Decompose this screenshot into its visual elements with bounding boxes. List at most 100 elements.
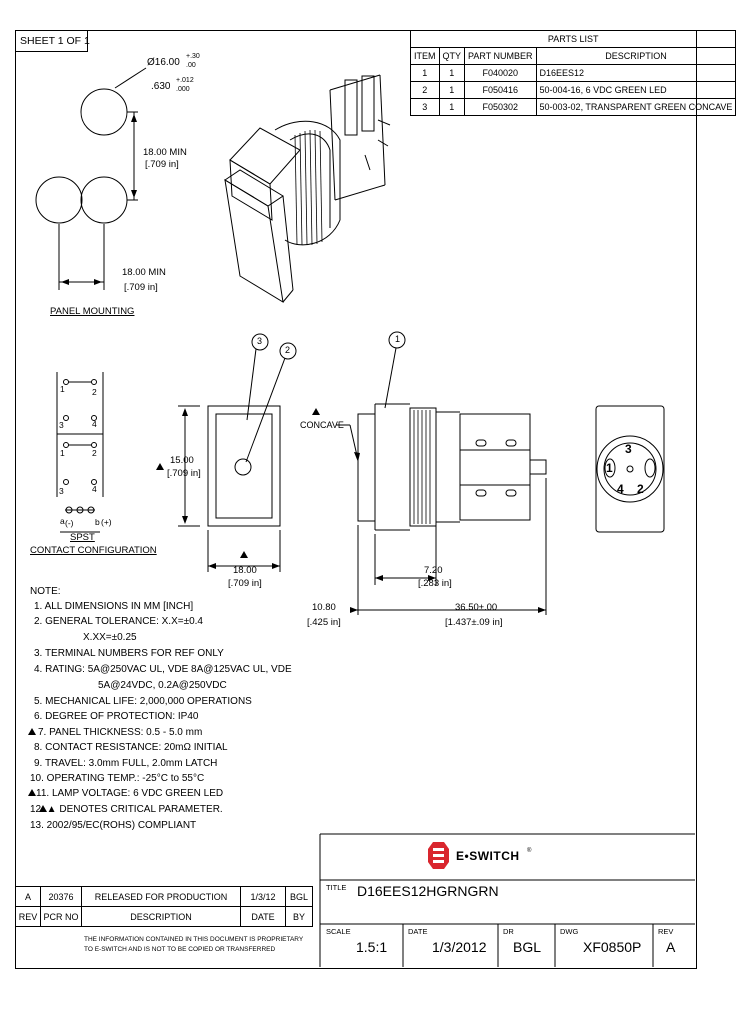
side-knurl: [413, 410, 431, 524]
contact-title-spst: SPST: [70, 532, 95, 543]
rear-pin-3: 3: [625, 442, 632, 456]
title-label: TITLE: [326, 883, 347, 892]
note-line: 7. PANEL THICKNESS: 0.5 - 5.0 mm: [38, 727, 203, 738]
side-view: [336, 331, 547, 615]
note-line: 13. 2002/95/EC(ROHS) COMPLIANT: [30, 820, 197, 831]
terminal-4b: 4: [92, 484, 97, 494]
rev-header: PCR NO: [40, 906, 82, 927]
dwg-value: XF0850P: [583, 939, 642, 955]
balloon-3: 3: [257, 336, 263, 346]
date-label: DATE: [408, 927, 428, 936]
e-switch-logo: [428, 842, 449, 869]
terminal-3b: 3: [59, 486, 64, 496]
panel-mounting-circles: [35, 88, 128, 224]
note-line: X.XX=±0.25: [83, 632, 137, 643]
terminal-1a: 1: [60, 384, 65, 394]
front-height-in-label: [.709 in]: [167, 468, 201, 479]
parts-cell: 3: [410, 98, 440, 116]
side-dim-d2: 10.80: [312, 602, 336, 613]
h-dim-label: 18.00 MIN: [122, 267, 166, 278]
dia-in-tol-dn: .000: [176, 86, 190, 93]
rev-header: REV: [15, 906, 41, 927]
front-width-in-label: [.709 in]: [228, 578, 262, 589]
rev-value: A: [666, 939, 676, 955]
side-dim-d1: 7.20: [424, 565, 443, 576]
parts-cell: 50-003-02, TRANSPARENT GREEN CONCAVE: [535, 98, 736, 116]
contact-title-config: CONTACT CONFIGURATION: [30, 545, 157, 556]
revision-table: A 20376 RELEASED FOR PRODUCTION 1/3/12 B…: [15, 886, 313, 927]
rev-cell: 20376: [40, 886, 82, 907]
dia-tol-up: +.30: [186, 53, 200, 60]
table-row: A 20376 RELEASED FOR PRODUCTION 1/3/12 B…: [15, 886, 313, 907]
balloon-1: 1: [395, 334, 401, 344]
contact-config: [56, 372, 104, 533]
brand-name: E•SWITCH: [456, 849, 520, 863]
rear-pin-1: 1: [606, 461, 613, 475]
parts-list-table: PARTS LIST ITEM QTY PART NUMBER DESCRIPT…: [409, 30, 736, 116]
side-dim-d3-in: [1.437±.09 in]: [445, 617, 503, 628]
side-dim-d1-in: [.283 in]: [418, 578, 452, 589]
concave-label: CONCAVE: [300, 420, 344, 430]
rear-pin-4: 4: [617, 482, 624, 496]
terminal-1b: 1: [60, 448, 65, 458]
front-width-label: 18.00: [233, 565, 257, 576]
dr-value: BGL: [513, 939, 542, 955]
terminal-3a: 3: [59, 420, 64, 430]
rear-pin-2: 2: [637, 482, 644, 496]
drawing-border: [15, 30, 697, 969]
panel-mounting-title: PANEL MOUNTING: [50, 306, 135, 317]
dia-tol-dn: .00: [186, 62, 196, 69]
proprietary-line-1: THE INFORMATION CONTAINED IN THIS DOCUME…: [84, 936, 304, 943]
contact-b: b: [95, 517, 100, 527]
terminal-4a: 4: [92, 419, 97, 429]
note-line: 10. OPERATING TEMP.: -25°C to 55°C: [30, 773, 205, 784]
note-line: 5A@24VDC, 0.2A@250VDC: [98, 680, 227, 691]
contact-a: a: [60, 516, 65, 526]
proprietary-line-2: TO E-SWITCH AND IS NOT TO BE COPIED OR T…: [84, 946, 276, 953]
front-view: [178, 333, 297, 572]
drawing-graphics: [28, 67, 695, 967]
part-title: D16EES12HGRNGRN: [357, 883, 499, 899]
v-dim-label: 18.00 MIN: [143, 147, 187, 158]
terminal-2b: 2: [92, 448, 97, 458]
contact-minus: (-): [65, 518, 74, 528]
rear-view: [595, 405, 665, 533]
note-line: 4. RATING: 5A@250VAC UL, VDE 8A@125VAC U…: [34, 664, 292, 675]
dia-in-tol-up: +.012: [176, 77, 194, 84]
note-line: 5. MECHANICAL LIFE: 2,000,000 OPERATIONS: [34, 696, 252, 707]
dia-label: Ø16.00: [147, 57, 180, 68]
rev-header: DESCRIPTION: [81, 906, 241, 927]
parts-cell: 1: [438, 98, 466, 116]
date-value: 1/3/2012: [432, 939, 487, 955]
rev-cell: BGL: [285, 886, 313, 907]
rev-label: REV: [658, 927, 674, 936]
scale-label: SCALE: [326, 927, 351, 936]
scale-value: 1.5:1: [356, 939, 388, 955]
note-line: 1. ALL DIMENSIONS IN MM [INCH]: [34, 601, 194, 612]
contact-plus: (+): [101, 517, 112, 527]
sheet-box: [15, 30, 88, 52]
note-line: 3. TERMINAL NUMBERS FOR REF ONLY: [34, 648, 224, 659]
v-dim-in-label: [.709 in]: [145, 159, 179, 170]
terminal-2a: 2: [92, 387, 97, 397]
dia-in-label: .630: [151, 81, 171, 92]
switch-knurl: [294, 129, 323, 246]
balloon-2: 2: [285, 345, 291, 355]
note-line: 11. LAMP VOLTAGE: 6 VDC GREEN LED: [36, 788, 224, 799]
switch-isometric: [224, 74, 391, 303]
sheet-label: SHEET 1 OF 1: [20, 35, 90, 47]
notes-header: NOTE:: [30, 586, 61, 597]
h-dim-in-label: [.709 in]: [124, 282, 158, 293]
rev-cell: 1/3/12: [240, 886, 286, 907]
dr-label: DR: [503, 927, 514, 936]
rev-header: BY: [285, 906, 313, 927]
note-line: 2. GENERAL TOLERANCE: X.X=±0.4: [34, 616, 203, 627]
note-line: 12. ▲ DENOTES CRITICAL PARAMETER.: [30, 804, 223, 815]
table-row: REV PCR NO DESCRIPTION DATE BY: [15, 906, 313, 927]
dwg-label: DWG: [560, 927, 579, 936]
side-dim-d3: 36.50±.00: [455, 602, 498, 613]
note-line: 6. DEGREE OF PROTECTION: IP40: [34, 711, 199, 722]
brand-reg: ®: [527, 848, 532, 854]
table-row: 2 1 F050416 50-004-16, 6 VDC GREEN LED: [410, 81, 736, 99]
rev-cell: RELEASED FOR PRODUCTION: [81, 886, 241, 907]
